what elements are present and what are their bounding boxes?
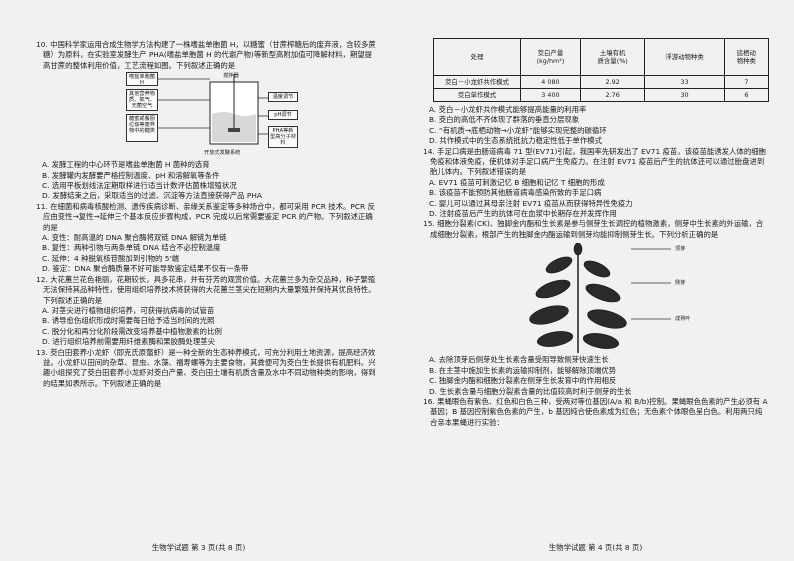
question-11-option-a: A. 变性：耐高温的 DNA 聚合酶将双链 DNA 解链为单链 xyxy=(42,233,227,243)
table-cell: 7 xyxy=(723,75,770,89)
table-cell: 33 xyxy=(644,75,725,89)
question-14-option-a: A. EV71 疫苗可刺激记忆 B 细胞和记忆 T 细胞的形成 xyxy=(429,177,605,187)
question-15-option-a: A. 去除顶芽后侧芽处生长素含量受阻导致侧芽快速生长 xyxy=(429,355,609,365)
question-11-option-d: D. 鉴定：DNA 聚合酶质量不好可能导致鉴定结果不仅有一条带 xyxy=(42,264,249,274)
page-4-footer: 生物学试题 第 4 页(共 8 页) xyxy=(548,542,643,552)
question-13-option-d: D. 共作模式中的生态系统抵抗力稳定性低于单作模式 xyxy=(429,136,602,146)
question-11-option-b: B. 复性：两种引物与两条单链 DNA 结合不必控制温度 xyxy=(42,243,221,253)
question-14-option-d: D. 注射疫苗后产生的抗体可在血浆中长期存在并发挥作用 xyxy=(429,209,617,219)
figure-box-strain: 嗜盐单胞菌H xyxy=(126,72,158,87)
table-cell: 6 xyxy=(723,88,770,102)
fermenter-vessel-drawing xyxy=(158,74,268,145)
question-13-table: 处理 茭白产量(kg/hm²) 土壤有机质含量(%) 浮游动物种类 底栖动物种类… xyxy=(433,38,770,102)
question-14-option-c: C. 婴儿可以通过其母亲注射 EV71 疫苗从而获得特异性免疫力 xyxy=(429,198,633,208)
table-cell: 茭白－小龙虾共作模式 xyxy=(433,75,521,89)
question-10-option-d: D. 发酵结束之后，采取适当的过滤、沉淀等方法直接获得产品 PHA xyxy=(42,191,262,201)
table-cell: 4 080 xyxy=(520,75,581,89)
plant-label-lines xyxy=(631,248,671,320)
question-10-option-c: C. 选用平板划线法定期取样进行适当计数评估菌株增殖状况 xyxy=(42,181,237,191)
question-16-stem: 16. 果蝇眼色有紫色、红色和白色三种，受两对等位基因(A/a 和 B/b)控制… xyxy=(423,396,768,427)
question-12-stem: 12. 大花蕙兰花色艳丽，花期较长，具多花串，并有芬芳的观赏价值。大花蕙兰多为杂… xyxy=(36,274,376,305)
page-4: 处理 茭白产量(kg/hm²) 土壤有机质含量(%) 浮游动物种类 底栖动物种类… xyxy=(397,0,794,561)
table-row: 茭白－小龙虾共作模式 4 080 2.92 33 7 xyxy=(433,75,770,89)
figure-box-nutrients: 其他营养物质、氧气、无菌空气 xyxy=(126,89,158,112)
question-12-option-d: D. 进行组织培养前需要用纤维素酶和果胶酶处理茎尖 xyxy=(42,337,215,347)
table-header-yield: 茭白产量(kg/hm²) xyxy=(520,38,581,76)
figure-box-sugar-source: 糖蜜或餐厨垃圾等废弃物中的糖类 xyxy=(126,114,158,143)
figure-box-temperature: 温度调节 xyxy=(268,92,298,103)
question-10-stem: 10. 中国科学家运用合成生物学方法构建了一株嗜盐单胞菌 H，以糖蜜（甘蔗榨糖后… xyxy=(36,40,376,70)
page-3-footer: 生物学试题 第 3 页(共 8 页) xyxy=(151,542,246,552)
question-11-stem: 11. 在細菌和病毒核酸检测、遗传疾病诊断、亲缘关系鉴定等多种场合中，都可采用 … xyxy=(36,201,375,232)
question-15-option-d: D. 生长素含量与细胞分裂素含量的比值较高时利于侧芽的生长 xyxy=(429,386,632,396)
figure-label-stirrer: 搅拌器 xyxy=(223,73,239,80)
table-header-zooplankton: 浮游动物种类 xyxy=(644,38,725,76)
plant-drawing xyxy=(529,243,627,354)
question-12-option-b: B. 诱导愈伤组织形成时需要每日给予适当时间的光照 xyxy=(42,316,215,326)
fermentation-diagram: 嗜盐单胞菌H 其他营养物质、氧气、无菌空气 糖蜜或餐厨垃圾等废弃物中的糖类 搅拌… xyxy=(36,72,376,158)
label-lateral-bud: 侧芽 xyxy=(675,280,686,287)
question-11-option-c: C. 延伸：4 种脱氧核苷酸加到引物的 5'端 xyxy=(42,253,179,263)
label-terminal-bud: 顶芽 xyxy=(675,246,686,253)
question-15-option-b: B. 在主茎中施加生长素的运输抑制剂，能够解除顶端优势 xyxy=(429,365,617,375)
table-cell: 3 400 xyxy=(520,88,581,102)
question-14-option-b: B. 该疫苗不能预防其他肠道病毒感染所致的手足口病 xyxy=(429,188,602,198)
figure-box-product: PHA等新型高分子材料 xyxy=(268,126,298,149)
table-row: 茭白单作模式 3 400 2.76 30 6 xyxy=(433,88,770,102)
table-cell: 茭白单作模式 xyxy=(433,88,521,102)
question-12-option-c: C. 脱分化和再分化阶段需改变培养基中植物激素的比例 xyxy=(42,326,222,336)
table-cell: 2.92 xyxy=(579,75,646,89)
question-12-option-a: A. 对茎尖进行植物组织培养，可获得抗病毒的试管苗 xyxy=(42,305,215,315)
question-14-stem: 14. 手足口病是由肠道病毒 71 型(EV71)引起，我国率先研发出了 EV7… xyxy=(423,146,766,177)
figure-caption: 开放式发酵系统 xyxy=(204,150,241,157)
table-cell: 30 xyxy=(644,88,725,102)
question-10-option-a: A. 发酵工程的中心环节是嗜盐单胞菌 H 菌种的选育 xyxy=(42,160,210,170)
table-header-treatment: 处理 xyxy=(433,38,521,76)
question-15-stem: 15. 细胞分裂素(CK)、独脚金内酯和生长素是参与侧芽生长调控的植物激素，侧芽… xyxy=(423,219,764,239)
figure-box-ph: pH调节 xyxy=(268,110,298,121)
question-13-option-a: A. 茭白－小龙虾共作模式能够提高能量的利用率 xyxy=(429,105,587,114)
table-header-benthos: 底栖动物种类 xyxy=(723,38,770,76)
question-13-stem: 13. 茭白田套养小龙虾（即克氏原螯虾）是一种全新的生态种养模式，可充分利用土地… xyxy=(36,347,376,388)
question-10-option-b: B. 发酵罐内发酵要严格控制温度、pH 和溶解氧等条件 xyxy=(42,170,220,180)
label-mature-leaf: 成熟叶 xyxy=(675,316,691,323)
table-cell: 2.76 xyxy=(579,88,646,102)
table-header-organic-matter: 土壤有机质含量(%) xyxy=(579,38,646,76)
page-4-content: A. 茭白－小龙虾共作模式能够提高能量的利用率 B. 茭白的高低不齐体现了群落的… xyxy=(423,105,768,428)
question-13-option-c: C. “有机质→底栖动物→小龙虾”能够实现完整的碳循环 xyxy=(429,125,607,135)
page-3-content: 10. 中国科学家运用合成生物学方法构建了一株嗜盐单胞菌 H，以糖蜜（甘蔗榨糖后… xyxy=(36,40,376,389)
page-3: 10. 中国科学家运用合成生物学方法构建了一株嗜盐单胞菌 H，以糖蜜（甘蔗榨糖后… xyxy=(36,40,376,552)
plant-diagram: 顶芽 侧芽 成熟叶 xyxy=(423,243,768,354)
question-15-option-c: C. 独脚金内酯和细胞分裂素在侧芽生长发育中的作用相反 xyxy=(429,376,617,386)
question-13-option-b: B. 茭白的高低不齐体现了群落的垂直分层现象 xyxy=(429,115,580,125)
